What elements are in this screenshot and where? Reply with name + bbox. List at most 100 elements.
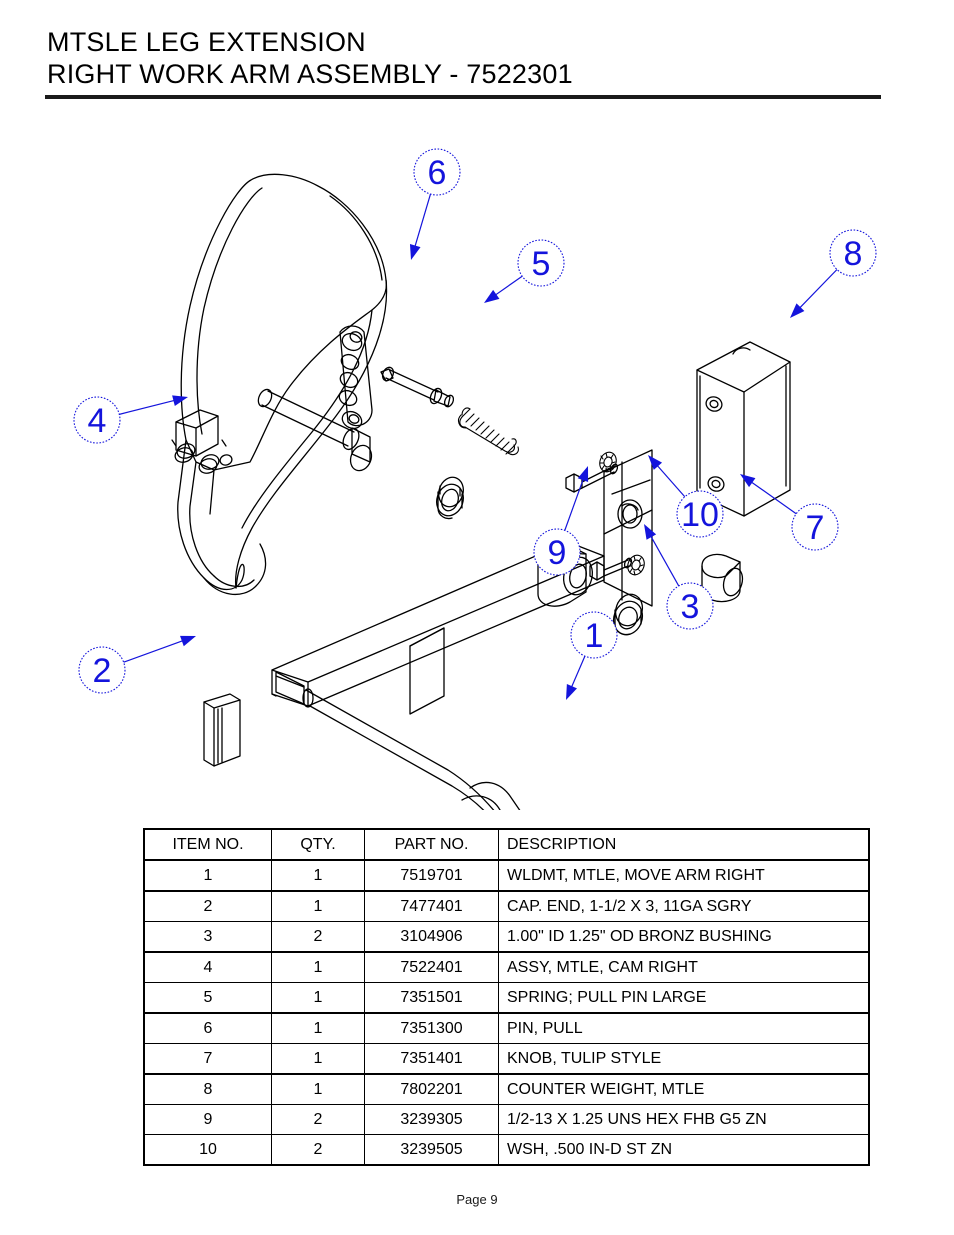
cell-description: 1.00" ID 1.25" OD BRONZ BUSHING: [498, 921, 870, 953]
callout-arrowhead: [644, 524, 657, 540]
callout-3[interactable]: 3: [644, 524, 714, 630]
cell-description: KNOB, TULIP STYLE: [498, 1043, 870, 1075]
callout-number-label: 7: [806, 509, 825, 547]
part-tulip-knob: [701, 553, 744, 603]
table-header-row: ITEM NO. QTY. PART NO. DESCRIPTION: [143, 828, 870, 861]
callout-10[interactable]: 10: [648, 455, 724, 538]
part-washer-upper: [599, 451, 617, 473]
cell-description: SPRING; PULL PIN LARGE: [498, 982, 870, 1014]
callout-6[interactable]: 6: [409, 148, 461, 260]
callout-arrowhead: [180, 635, 196, 647]
cell-item-no: 10: [143, 1134, 272, 1166]
callout-leader-line: [648, 533, 680, 587]
cell-description: ASSY, MTLE, CAM RIGHT: [498, 951, 870, 983]
callout-bubble[interactable]: [666, 582, 714, 630]
callout-leader-line: [119, 399, 178, 415]
callout-arrowhead: [790, 303, 805, 318]
callout-arrowhead: [648, 455, 663, 470]
callout-layer: 1 2 3 4 5 6 7 8 9 10: [73, 148, 877, 700]
callout-number-label: 4: [88, 402, 107, 440]
callout-4[interactable]: 4: [73, 395, 188, 444]
callout-leader-line: [564, 476, 585, 531]
cell-item-no: 8: [143, 1073, 272, 1105]
cell-qty: 2: [271, 921, 365, 953]
callout-bubble[interactable]: [517, 239, 565, 287]
cell-qty: 1: [271, 951, 365, 983]
callout-7[interactable]: 7: [740, 474, 839, 551]
cell-item-no: 7: [143, 1043, 272, 1075]
callout-number-label: 9: [548, 534, 567, 572]
cell-qty: 1: [271, 1012, 365, 1044]
callout-number-label: 3: [681, 588, 700, 626]
callout-leader-line: [123, 639, 186, 663]
callout-1[interactable]: 1: [566, 611, 618, 700]
callout-bubble[interactable]: [791, 503, 839, 551]
part-bushing-lower: [612, 593, 644, 636]
callout-number-label: 8: [844, 235, 863, 273]
callout-5[interactable]: 5: [484, 239, 565, 303]
part-washer-lower: [627, 554, 645, 576]
cell-description: 1/2-13 X 1.25 UNS HEX FHB G5 ZN: [498, 1104, 870, 1135]
cell-qty: 2: [271, 1104, 365, 1135]
callout-bubble[interactable]: [73, 396, 121, 444]
cell-part-no: 7519701: [364, 859, 499, 892]
callout-bubble[interactable]: [570, 611, 618, 659]
cell-qty: 1: [271, 1073, 365, 1105]
part-bushing-upper: [436, 476, 464, 520]
callout-leader-line: [569, 655, 586, 691]
cell-part-no: 7477401: [364, 890, 499, 922]
cell-item-no: 5: [143, 982, 272, 1014]
part-hex-bolt-lower: [589, 557, 633, 581]
cell-qty: 1: [271, 859, 365, 892]
page-number-label: Page 9: [456, 1192, 498, 1207]
cell-item-no: 2: [143, 890, 272, 922]
cell-part-no: 3239505: [364, 1134, 499, 1166]
cell-item-no: 9: [143, 1104, 272, 1135]
cell-qty: 1: [271, 890, 365, 922]
callout-number-label: 1: [585, 617, 604, 655]
callout-bubble[interactable]: [78, 646, 126, 694]
column-header-qty: QTY.: [271, 828, 365, 861]
callout-arrowhead: [577, 466, 589, 482]
callout-2[interactable]: 2: [78, 635, 196, 694]
callout-8[interactable]: 8: [790, 229, 877, 318]
exploded-assembly-drawing: 1 2 3 4 5 6 7 8 9 10: [0, 110, 954, 810]
cell-qty: 1: [271, 982, 365, 1014]
callout-9[interactable]: 9: [533, 466, 589, 576]
cell-description: WLDMT, MTLE, MOVE ARM RIGHT: [498, 859, 870, 892]
callout-bubble[interactable]: [533, 528, 581, 576]
callout-arrowhead: [172, 395, 188, 407]
cell-item-no: 4: [143, 951, 272, 983]
cell-part-no: 3239305: [364, 1104, 499, 1135]
page-footer: Page 9: [0, 1192, 954, 1207]
cell-part-no: 3104906: [364, 921, 499, 953]
callout-bubble[interactable]: [413, 148, 461, 196]
callout-number-label: 5: [532, 245, 551, 283]
callout-number-label: 10: [681, 496, 719, 534]
page-title: MTSLE LEG EXTENSION RIGHT WORK ARM ASSEM…: [47, 26, 907, 90]
cell-item-no: 3: [143, 921, 272, 953]
callout-bubble[interactable]: [676, 490, 724, 538]
title-line-1: MTSLE LEG EXTENSION: [47, 27, 366, 57]
callout-leader-line: [413, 193, 432, 250]
part-spring: [457, 407, 519, 456]
part-counter-weight: [696, 341, 791, 517]
title-divider: [45, 95, 881, 99]
cell-description: CAP. END, 1-1/2 X 3, 11GA SGRY: [498, 890, 870, 922]
cell-item-no: 1: [143, 859, 272, 892]
callout-number-label: 6: [428, 154, 447, 192]
cell-part-no: 7351501: [364, 982, 499, 1014]
cell-qty: 1: [271, 1043, 365, 1075]
column-header-item-no: ITEM NO.: [143, 828, 272, 861]
cell-qty: 2: [271, 1134, 365, 1166]
callout-bubble[interactable]: [829, 229, 877, 277]
callout-leader-line: [492, 275, 523, 298]
part-pull-pin: [380, 366, 455, 408]
